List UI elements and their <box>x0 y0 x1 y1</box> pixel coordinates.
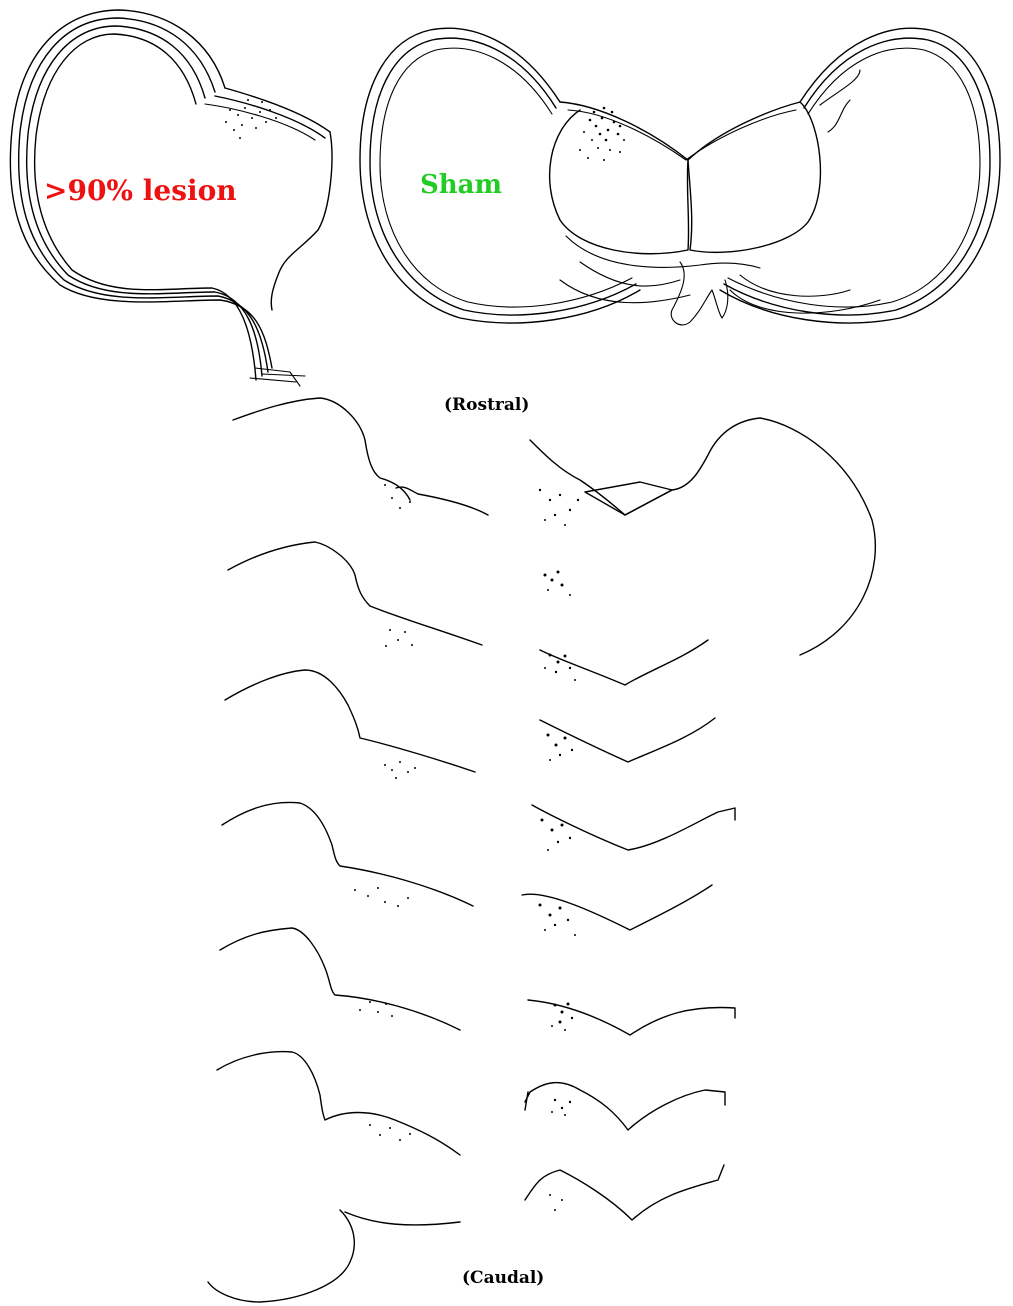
caudal-label: (Caudal) <box>462 1268 544 1288</box>
sham-serial-sections <box>522 418 875 1220</box>
lesion-label: >90% lesion <box>44 174 237 207</box>
rostral-label: (Rostral) <box>444 395 529 415</box>
sham-serial-dots <box>539 489 580 1211</box>
sham-cell-dots <box>579 107 625 161</box>
lesion-serial-dots <box>354 484 416 1141</box>
sham-label: Sham <box>420 170 502 200</box>
lesion-serial-sections <box>208 398 488 1302</box>
